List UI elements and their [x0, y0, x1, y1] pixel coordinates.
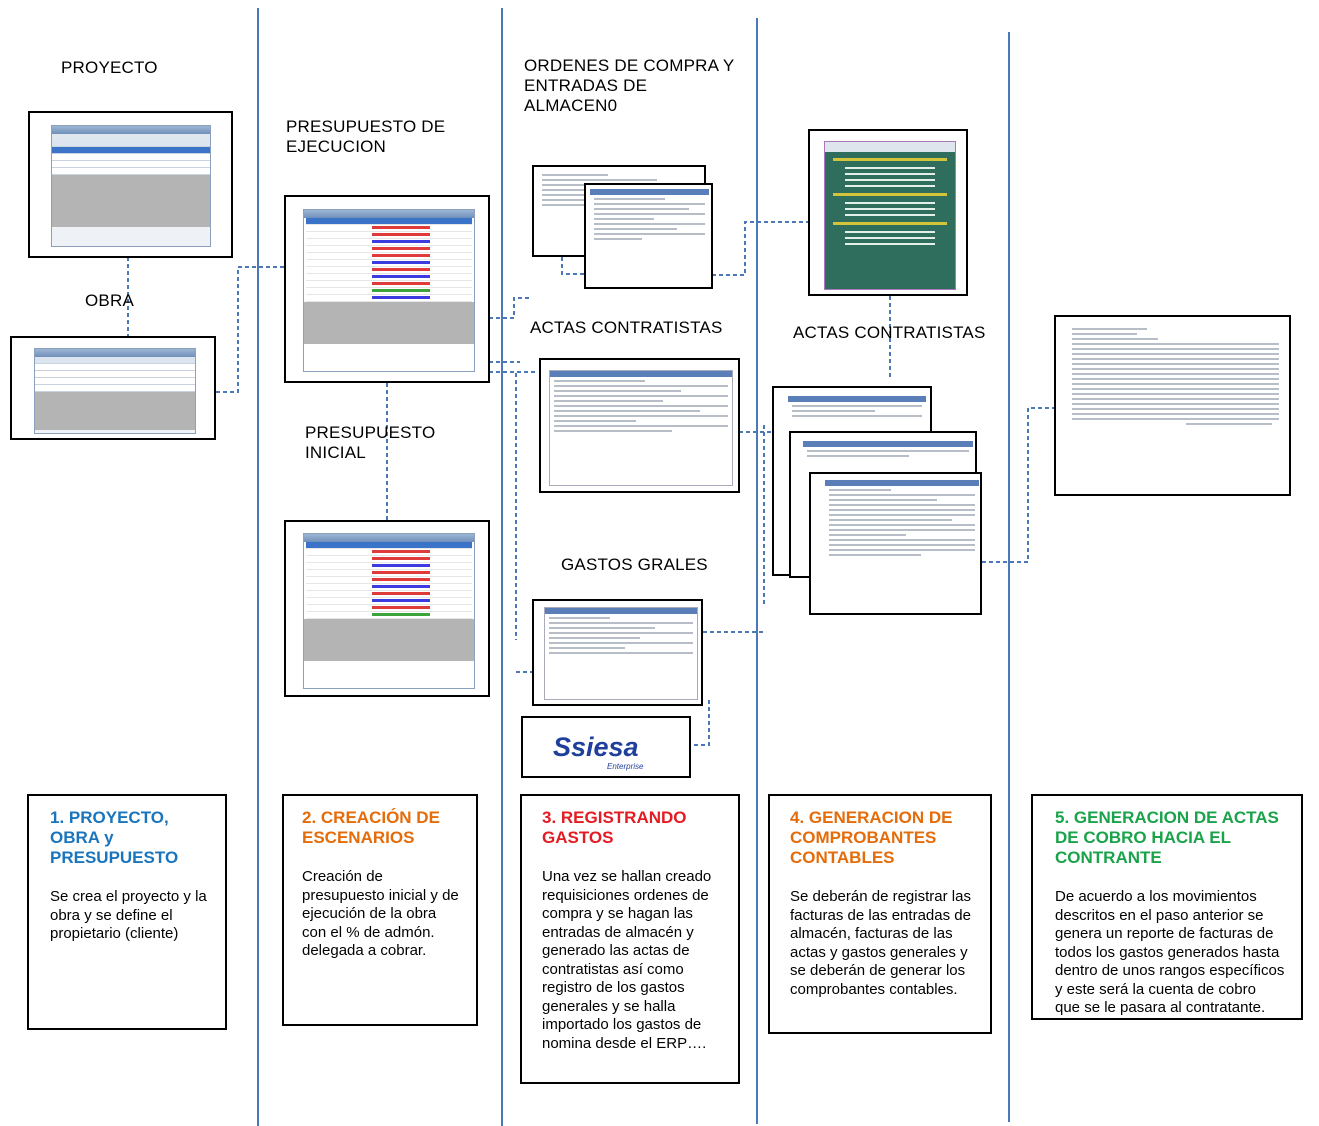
- step-5-body: De acuerdo a los movimientos descritos e…: [1055, 888, 1285, 1016]
- label-presupuesto-inicial: PRESUPUESTO INICIAL: [305, 423, 436, 462]
- enterprise-menu-screenshot: [808, 129, 968, 296]
- step-3-body: Una vez se hallan creado requisiciones o…: [542, 868, 712, 1052]
- presupuesto-inicial-screenshot: [284, 520, 490, 697]
- label-proyecto: PROYECTO: [61, 58, 158, 77]
- siesa-brand-text: siesa: [571, 732, 639, 762]
- label-ordenes-compra: ORDENES DE COMPRA Y ENTRADAS DE ALMACEN0: [524, 56, 735, 115]
- step-4-box: 4. GENERACION DE COMPROBANTES CONTABLES …: [768, 794, 992, 1034]
- step-5-box: 5. GENERACION DE ACTAS DE COBRO HACIA EL…: [1031, 794, 1303, 1020]
- obra-screenshot: [10, 336, 216, 440]
- step-1-box: 1. PROYECTO, OBRA y PRESUPUESTO Se crea …: [27, 794, 227, 1030]
- proyecto-window: [51, 125, 211, 247]
- step-1-body: Se crea el proyecto y la obra y se defin…: [50, 888, 207, 942]
- label-obra: OBRA: [85, 291, 134, 310]
- enterprise-menu-window: [824, 141, 956, 290]
- step-3-title: 3. REGISTRANDO GASTOS: [542, 808, 687, 847]
- gastos-grales-doc: [532, 599, 703, 706]
- label-actas-contratistas-col3: ACTAS CONTRATISTAS: [530, 318, 723, 337]
- label-actas-contratistas-col4: ACTAS CONTRATISTAS: [793, 323, 986, 342]
- svg-text:S: S: [553, 732, 571, 762]
- presupuesto-ejecucion-screenshot: [284, 195, 490, 383]
- step-2-body: Creación de presupuesto inicial y de eje…: [302, 868, 459, 959]
- siesa-logo-box: S siesa Enterprise: [521, 716, 691, 778]
- step-4-body: Se deberán de registrar las facturas de …: [790, 888, 971, 998]
- actas-contratistas-doc: [539, 358, 740, 493]
- step-2-title: 2. CREACIÓN DE ESCENARIOS: [302, 808, 440, 847]
- siesa-enterprise-text: Enterprise: [607, 762, 644, 771]
- label-gastos-grales: GASTOS GRALES: [561, 555, 708, 574]
- column-divider-1: [257, 8, 259, 1126]
- comprobante-doc-3: [809, 472, 982, 615]
- label-presupuesto-ejecucion: PRESUPUESTO DE EJECUCION: [286, 117, 446, 156]
- step-5-title: 5. GENERACION DE ACTAS DE COBRO HACIA EL…: [1055, 808, 1279, 867]
- step-3-box: 3. REGISTRANDO GASTOS Una vez se hallan …: [520, 794, 740, 1084]
- presupuesto-ejecucion-window: [303, 209, 475, 372]
- siesa-logo: S siesa Enterprise: [553, 732, 644, 771]
- column-divider-3: [756, 18, 758, 1124]
- proyecto-screenshot: [28, 111, 233, 258]
- column-divider-4: [1008, 32, 1010, 1122]
- acta-cobro-report: [1054, 315, 1291, 496]
- step-4-title: 4. GENERACION DE COMPROBANTES CONTABLES: [790, 808, 953, 867]
- step-1-title: 1. PROYECTO, OBRA y PRESUPUESTO: [50, 808, 179, 867]
- obra-window: [34, 348, 196, 434]
- column-divider-2: [501, 8, 503, 1126]
- entrada-almacen-doc-front: [584, 183, 713, 289]
- step-2-box: 2. CREACIÓN DE ESCENARIOS Creación de pr…: [282, 794, 478, 1026]
- presupuesto-inicial-window: [303, 533, 475, 689]
